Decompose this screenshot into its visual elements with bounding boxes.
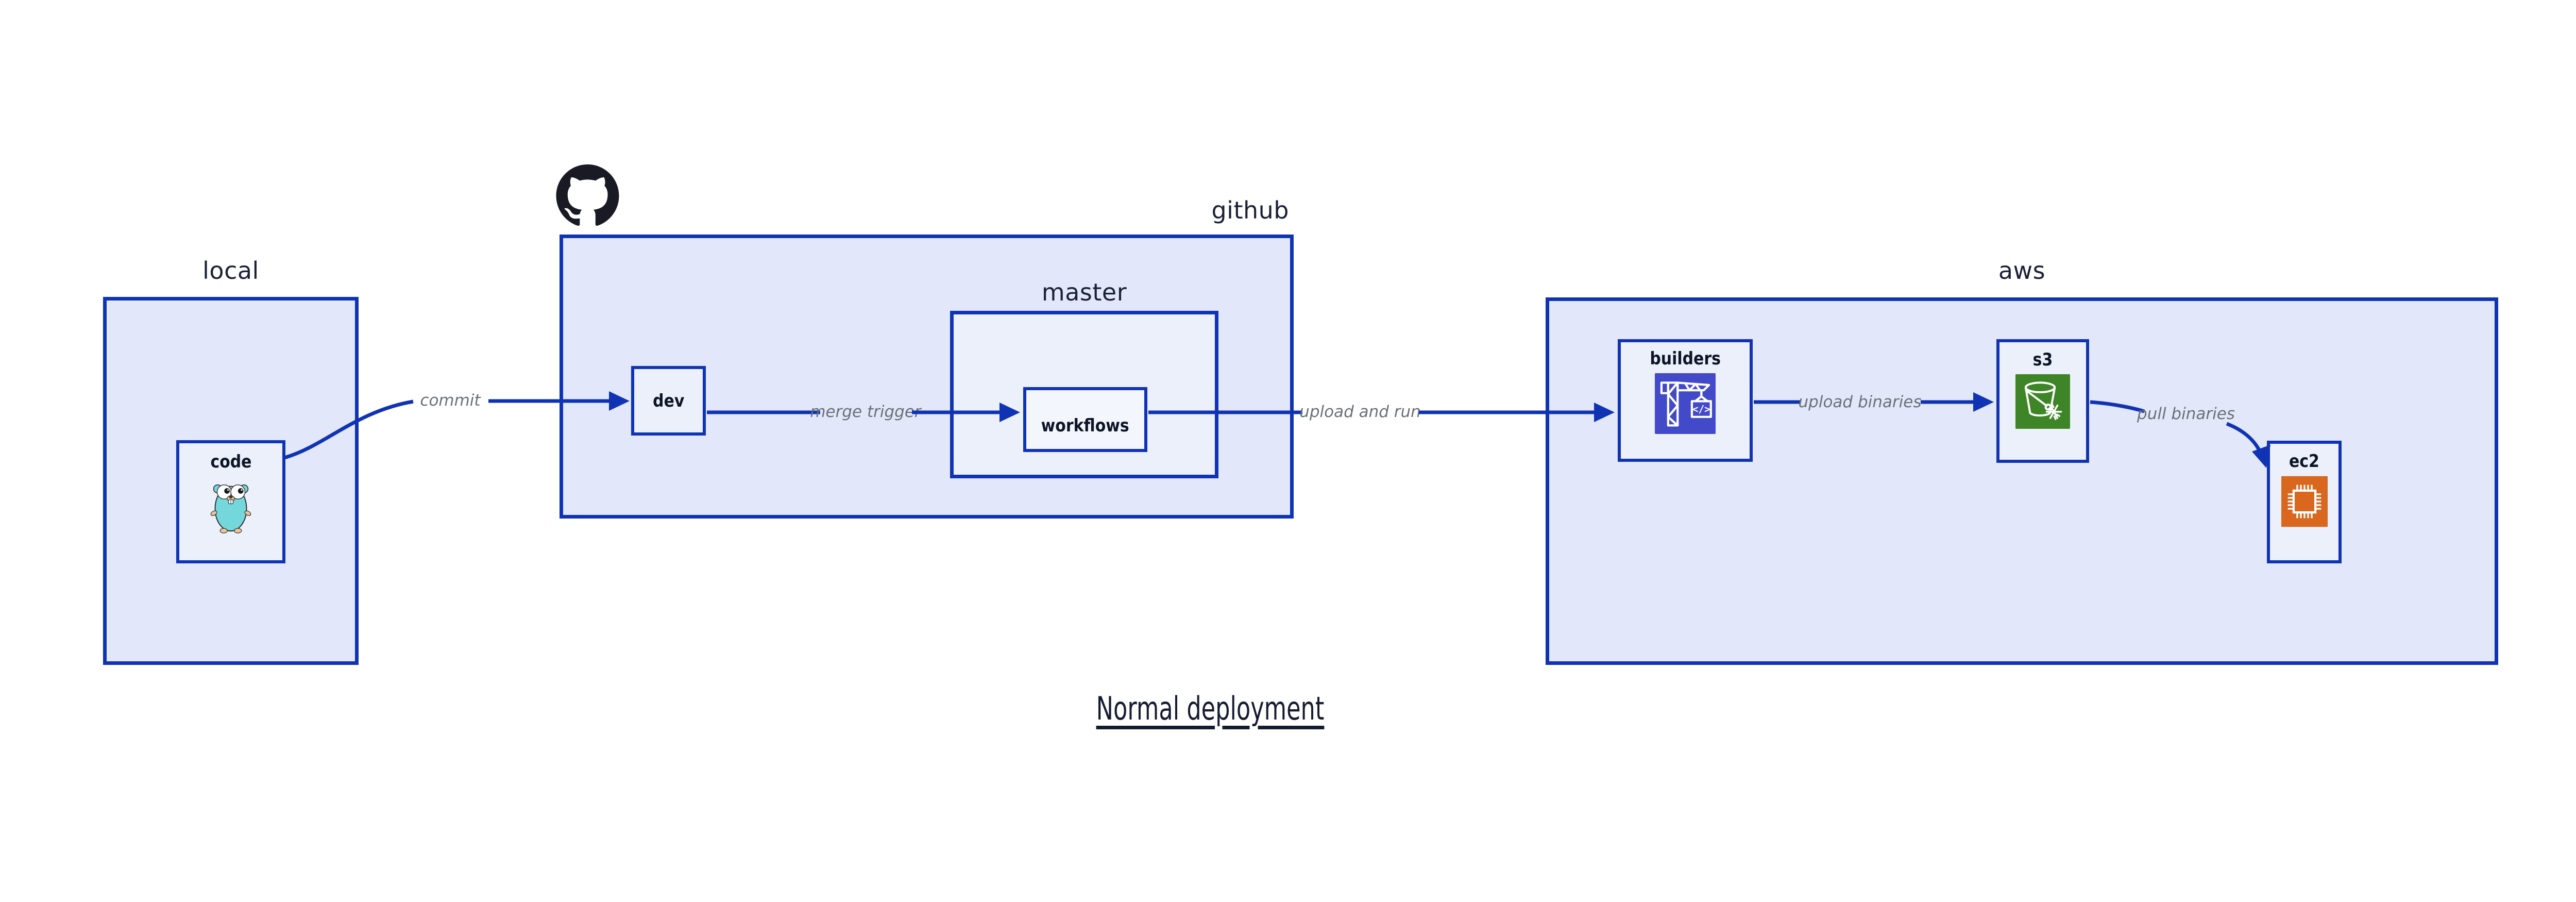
node-label-dev: dev	[652, 390, 685, 411]
node-dev: dev	[631, 366, 706, 436]
node-code: code	[176, 440, 285, 563]
edge-label-upload-and-run: upload and run	[1299, 403, 1421, 421]
node-workflows: workflows	[1023, 387, 1147, 452]
node-s3: s3	[1996, 339, 2089, 463]
group-label-github: github	[1211, 196, 1289, 224]
edge-label-commit: commit	[420, 391, 481, 410]
diagram-title-text: Normal deployment	[1096, 690, 1325, 727]
node-label-workflows: workflows	[1041, 415, 1130, 436]
code-glyph: </>	[1692, 404, 1710, 415]
node-label-s3: s3	[2032, 349, 2053, 370]
group-label-local: local	[202, 257, 259, 285]
group-label-aws: aws	[1998, 257, 2046, 285]
node-label-ec2: ec2	[2289, 451, 2319, 472]
chip-ec2-icon	[2281, 476, 2328, 527]
node-label-code: code	[210, 452, 251, 472]
diagram-title: Normal deployment	[1080, 690, 1340, 727]
node-builders: builders </>	[1618, 339, 1753, 462]
node-label-builders: builders	[1650, 348, 1721, 369]
crane-codebuild-icon: </>	[1655, 373, 1716, 434]
group-label-master: master	[1041, 278, 1127, 306]
github-octocat-logo	[555, 164, 620, 229]
bucket-snowflake-icon	[2015, 374, 2070, 429]
node-ec2: ec2	[2267, 441, 2342, 563]
go-gopher-icon	[205, 475, 257, 537]
